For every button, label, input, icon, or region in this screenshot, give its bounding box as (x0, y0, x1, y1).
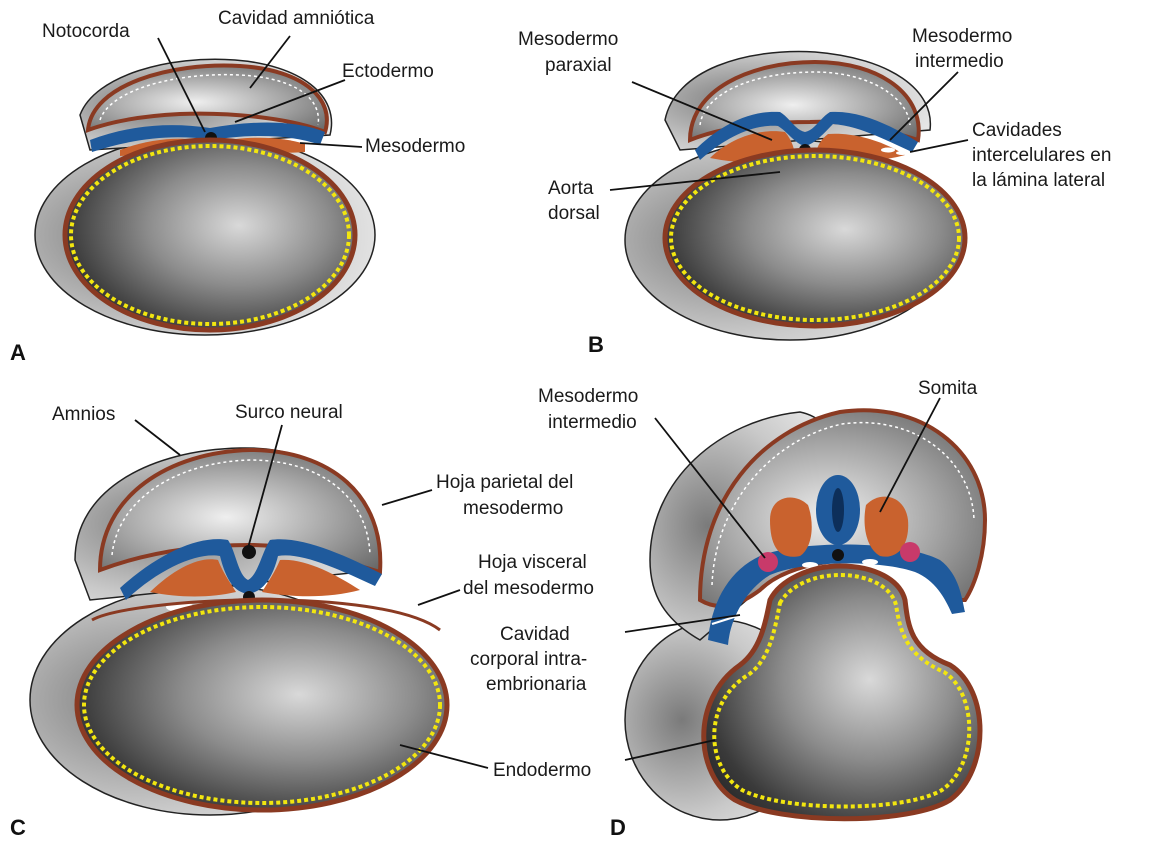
intermediate-mesoderm-right (900, 542, 920, 562)
label-aorta-2: dorsal (548, 203, 600, 224)
label-mesodermo: Mesodermo (365, 136, 465, 157)
label-cavidad-amniotica: Cavidad amniótica (218, 8, 375, 29)
label-endodermo: Endodermo (493, 760, 591, 781)
label-hoja-parietal-2: mesodermo (463, 498, 563, 519)
label-somita: Somita (918, 378, 978, 399)
panel-c: Amnios Surco neural Hoja parietal del me… (10, 402, 594, 840)
label-amnios: Amnios (52, 404, 115, 425)
panel-letter-c: C (10, 815, 26, 840)
panel-letter-a: A (10, 340, 26, 365)
yolk-sac (665, 150, 965, 326)
label-aorta-1: Aorta (548, 178, 594, 199)
label-hoja-parietal-1: Hoja parietal del (436, 472, 573, 493)
label-d-mesodermo-intermedio-2: intermedio (548, 412, 637, 433)
panel-letter-b: B (588, 332, 604, 357)
label-cavidades-2: intercelulares en (972, 145, 1111, 166)
label-surco-neural: Surco neural (235, 402, 343, 423)
intermediate-mesoderm-left (758, 552, 778, 572)
label-ectodermo: Ectodermo (342, 61, 434, 82)
label-cavidades-3: la lámina lateral (972, 170, 1105, 191)
label-d-mesodermo-intermedio-1: Mesodermo (538, 386, 638, 407)
label-mesodermo-paraxial-1: Mesodermo (518, 29, 618, 50)
yolk-sac (77, 600, 447, 810)
label-cavidad-corporal-2: corporal intra- (470, 649, 587, 670)
label-cavidades-1: Cavidades (972, 120, 1062, 141)
label-hoja-visceral-2: del mesodermo (463, 578, 594, 599)
panel-a: Notocorda Cavidad amniótica Ectodermo Me… (10, 8, 465, 365)
yolk-sac (65, 140, 355, 330)
notochord-dot (832, 549, 844, 561)
label-mesodermo-intermedio-1: Mesodermo (912, 26, 1012, 47)
somite-left (770, 497, 812, 556)
label-hoja-visceral-1: Hoja visceral (478, 552, 587, 573)
label-cavidad-corporal-3: embrionaria (486, 674, 587, 695)
panel-d: Mesodermo intermedio Somita D (538, 378, 985, 840)
yolk-sac (704, 566, 980, 819)
panel-b: Mesodermo paraxial Mesodermo intermedio … (518, 26, 1111, 357)
label-mesodermo-intermedio-2: intermedio (915, 51, 1004, 72)
label-cavidad-corporal-1: Cavidad (500, 624, 570, 645)
label-notocorda: Notocorda (42, 21, 130, 42)
label-mesodermo-paraxial-2: paraxial (545, 55, 612, 76)
panel-letter-d: D (610, 815, 626, 840)
